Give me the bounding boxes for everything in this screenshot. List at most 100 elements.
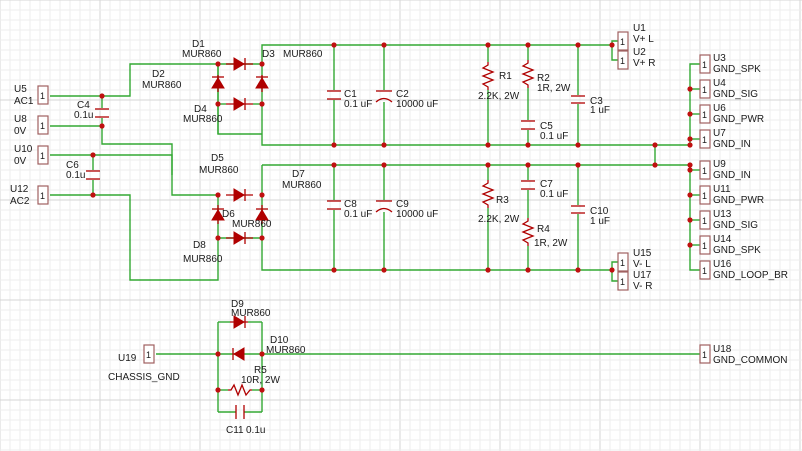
- connector-u15: 1 U15 V- L: [617, 248, 652, 272]
- r2-value: 1R, 2W: [537, 83, 571, 94]
- d1-value: MUR860: [182, 49, 222, 60]
- pin-number: 1: [702, 135, 707, 145]
- diode-d2: [211, 75, 225, 92]
- c4-ref: C4: [77, 100, 90, 111]
- connector-ref: U8: [14, 114, 27, 125]
- connector-ref: U4: [713, 78, 726, 89]
- d7-value: MUR860: [282, 180, 322, 191]
- connector-u16: 1 U16 GND_LOOP_BR: [699, 259, 788, 281]
- connector-net: V- R: [633, 281, 652, 292]
- connector-net: GND_COMMON: [713, 355, 787, 366]
- connector-u19: 1 U19 CHASSIS_GND: [108, 344, 180, 383]
- capacitor-c3: [571, 95, 585, 104]
- connector-ref: U17: [633, 270, 652, 281]
- r3-ref: R3: [496, 195, 509, 206]
- connector-net: GND_IN: [713, 139, 751, 150]
- junction-dots: [90, 42, 693, 393]
- pin-number: 1: [146, 350, 151, 360]
- c2-value: 10000 uF: [396, 99, 438, 110]
- connector-u11: 1 U11 GND_PWR: [699, 184, 764, 206]
- capacitor-c2: [375, 90, 393, 103]
- c5-ref: C5: [540, 121, 553, 132]
- c2-ref: C2: [396, 89, 409, 100]
- connector-u9: 1 U9 GND_IN: [699, 159, 751, 181]
- pin-number: 1: [702, 266, 707, 276]
- diode-d1: [226, 57, 253, 71]
- connector-ref: U9: [713, 159, 726, 170]
- d1-ref: D1: [192, 39, 205, 50]
- resistor-r5: [228, 383, 252, 397]
- pin-number: 1: [702, 166, 707, 176]
- pin-number: 1: [702, 85, 707, 95]
- pin-number: 1: [702, 191, 707, 201]
- connector-u3: 1 U3 GND_SPK: [699, 53, 761, 75]
- pin-number: 1: [620, 277, 625, 287]
- capacitor-c7: [521, 180, 535, 190]
- connector-net: AC1: [14, 96, 34, 107]
- connector-u4: 1 U4 GND_SIG: [699, 78, 758, 100]
- capacitor-c10: [571, 205, 585, 214]
- connector-u6: 1 U6 GND_PWR: [699, 103, 764, 125]
- diode-d9: [230, 315, 248, 329]
- connector-net: CHASSIS_GND: [108, 372, 180, 383]
- connector-u14: 1 U14 GND_SPK: [699, 234, 761, 256]
- connector-ref: U11: [713, 184, 731, 195]
- d10-ref: D10: [270, 335, 289, 346]
- connector-ref: U2: [633, 47, 646, 58]
- connector-net: GND_SIG: [713, 89, 758, 100]
- connector-net: AC2: [10, 196, 30, 207]
- c9-value: 10000 uF: [396, 209, 438, 220]
- r5-value: 10R, 2W: [241, 375, 280, 386]
- connector-net: 0V: [14, 156, 27, 167]
- d3-ref: D3: [262, 49, 275, 60]
- connector-u8: 1 U8 0V: [14, 114, 49, 137]
- connector-net: 0V: [14, 126, 27, 137]
- d3-value: MUR860: [283, 49, 323, 60]
- pin-number: 1: [40, 121, 45, 131]
- c4-value: 0.1u: [74, 110, 93, 121]
- connector-net: V+ L: [633, 34, 654, 45]
- resistor-r3: [481, 180, 495, 208]
- connector-u18: 1 U18 GND_COMMON: [699, 344, 787, 366]
- d2-ref: D2: [152, 69, 165, 80]
- pin-number: 1: [702, 216, 707, 226]
- pin-number: 1: [40, 151, 45, 161]
- pin-number: 1: [40, 191, 45, 201]
- connector-ref: U3: [713, 53, 726, 64]
- c1-value: 0.1 uF: [344, 99, 372, 110]
- pin-number: 1: [702, 241, 707, 251]
- c5-value: 0.1 uF: [540, 131, 568, 142]
- connector-ref: U1: [633, 23, 646, 34]
- d4-value: MUR860: [183, 114, 223, 125]
- connector-u7: 1 U7 GND_IN: [699, 128, 751, 150]
- capacitor-c6: [86, 170, 100, 180]
- c10-value: 1 uF: [590, 216, 610, 227]
- pin-number: 1: [620, 37, 625, 47]
- connector-ref: U15: [633, 248, 652, 259]
- connector-u1: 1 U1 V+ L: [617, 23, 654, 51]
- connector-u13: 1 U13 GND_SIG: [699, 209, 758, 231]
- connector-net: GND_SPK: [713, 64, 761, 75]
- d5-ref: D5: [211, 153, 224, 164]
- connector-ref: U5: [14, 84, 27, 95]
- connector-net: GND_SIG: [713, 220, 758, 231]
- connector-ref: U7: [713, 128, 726, 139]
- r4-value: 1R, 2W: [534, 238, 568, 249]
- connector-net: GND_IN: [713, 170, 751, 181]
- c1-ref: C1: [344, 89, 357, 100]
- d6-value: MUR860: [232, 219, 272, 230]
- pin-number: 1: [702, 350, 707, 360]
- d10-value: MUR860: [266, 345, 306, 356]
- c9-ref: C9: [396, 199, 409, 210]
- d6-ref: D6: [222, 209, 235, 220]
- r2-ref: R2: [537, 73, 550, 84]
- d9-value: MUR860: [231, 308, 271, 319]
- connector-u17: 1 U17 V- R: [617, 270, 652, 292]
- r1-ref: R1: [499, 71, 512, 82]
- connector-ref: U12: [10, 184, 29, 195]
- connector-ref: U19: [118, 353, 137, 364]
- connector-net: GND_LOOP_BR: [713, 270, 788, 281]
- capacitor-c5: [521, 120, 535, 130]
- r1-value: 2.2K, 2W: [478, 91, 520, 102]
